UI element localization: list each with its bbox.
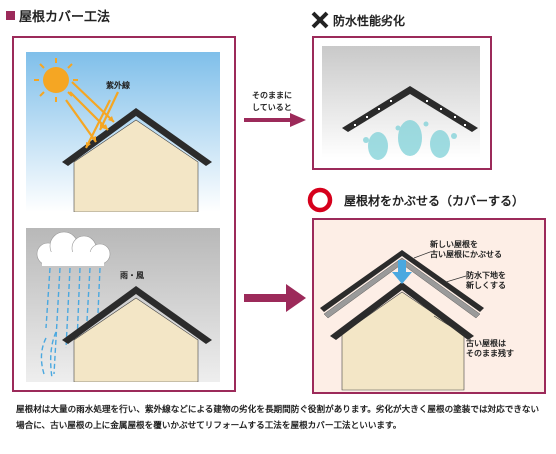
sun-house-illustration (26, 52, 220, 212)
title-text: 屋根カバー工法 (19, 10, 111, 25)
solution-title: 屋根材をかぶせる（カバーする） (344, 194, 525, 208)
waterproof-label-1: 防水下地を (466, 271, 506, 280)
rain-house-illustration (26, 228, 220, 382)
circle-mark-icon (306, 186, 334, 214)
uv-arrows (65, 81, 119, 149)
title-square-icon (6, 11, 15, 20)
sun-icon (43, 67, 69, 93)
description-text: 屋根材は大量の雨水処理を行い、紫外線などによる建物の劣化を長期間防ぐ役割がありま… (16, 405, 540, 431)
waterproof-label-2: 新しくする (466, 281, 506, 290)
new-roof-label-2: 古い屋根にかぶせる (430, 250, 502, 259)
rain-wind-label: 雨・風 (120, 271, 144, 280)
leak-stains (363, 120, 457, 160)
new-roof-label-1: 新しい屋根を (430, 240, 478, 249)
old-roof-label-2: そのまま残す (466, 349, 514, 358)
uv-label: 紫外線 (106, 81, 130, 90)
solution-panel (312, 218, 546, 394)
page-title: 屋根カバー工法 (6, 6, 110, 25)
deterioration-panel (312, 36, 492, 170)
old-roof-label-1: 古い屋根は (466, 339, 506, 348)
cover-arrow-icon (392, 260, 412, 284)
deterioration-title: 防水性能劣化 (333, 14, 406, 28)
arrow-caption-line1: そのままに (252, 91, 292, 100)
arrow-caption-line2: していると (252, 103, 292, 112)
cloud-icon (36, 231, 111, 266)
house-wall (73, 119, 199, 212)
arrow-to-deterioration (244, 112, 306, 128)
arrow-to-solution (244, 284, 306, 312)
cross-mark-icon (310, 10, 330, 30)
